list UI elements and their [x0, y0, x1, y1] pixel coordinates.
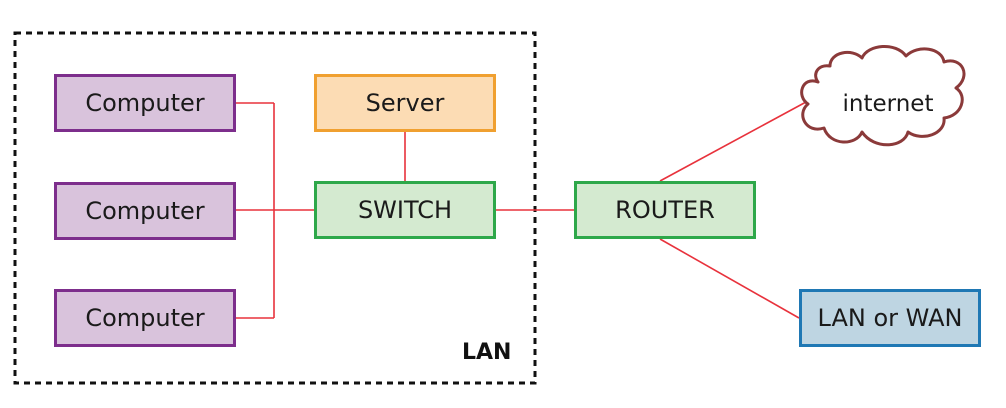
- connections: [236, 101, 807, 319]
- computer-node: Computer: [54, 74, 236, 132]
- server-node: Server: [314, 74, 496, 132]
- lan-or-wan-node: LAN or WAN: [799, 289, 981, 347]
- server-label: Server: [365, 89, 445, 117]
- router-node: ROUTER: [574, 181, 756, 239]
- link-router-internet: [659, 101, 807, 182]
- computer-node: Computer: [54, 182, 236, 240]
- lan-or-wan-label: LAN or WAN: [817, 304, 963, 332]
- lan-boundary: [13, 31, 537, 385]
- link-router-lanwan: [659, 238, 800, 319]
- computer-label: Computer: [85, 197, 205, 225]
- switch-node: SWITCH: [314, 181, 496, 239]
- internet-cloud: [800, 45, 966, 147]
- computer-node: Computer: [54, 289, 236, 347]
- router-label: ROUTER: [615, 196, 715, 224]
- switch-label: SWITCH: [357, 196, 453, 224]
- lan-boundary-label: LAN: [462, 340, 512, 365]
- computer-label: Computer: [85, 304, 205, 332]
- computer-label: Computer: [85, 89, 205, 117]
- internet-label: internet: [842, 91, 934, 117]
